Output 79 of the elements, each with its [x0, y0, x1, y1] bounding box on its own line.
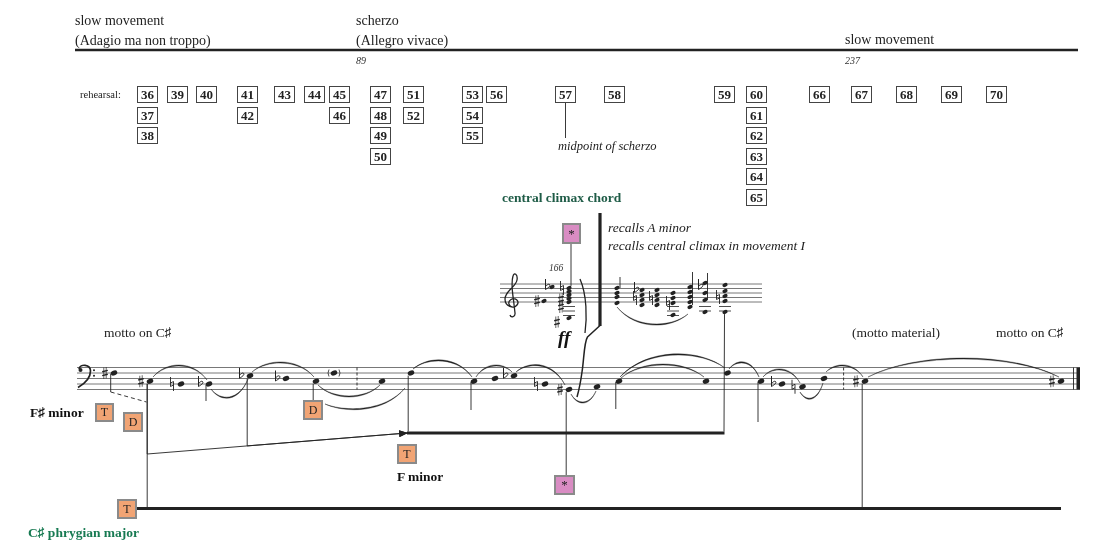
- rehearsal-mark: 58: [604, 86, 625, 103]
- rehearsal-mark: 57: [555, 86, 576, 103]
- rehearsal-mark: 37: [137, 106, 158, 124]
- note-icon: [407, 370, 415, 376]
- note-icon: [565, 386, 573, 393]
- rehearsal-mark: 62: [746, 127, 767, 144]
- connector-line: [565, 102, 566, 139]
- note-icon: [246, 373, 254, 379]
- note-icon: [312, 378, 320, 384]
- rehearsal-mark: 68: [896, 86, 917, 103]
- rehearsal-mark: 55: [462, 127, 483, 144]
- rehearsal-mark: 51: [403, 86, 424, 103]
- harmonic-function-box: T: [95, 403, 114, 422]
- connector-line: [565, 391, 567, 476]
- rehearsal-mark: 64: [746, 168, 767, 185]
- rehearsal-mark: 36: [137, 86, 158, 103]
- prolongation-bar: [137, 507, 1061, 510]
- rehearsal-mark: 47: [370, 86, 391, 103]
- section-heading: scherzo: [356, 13, 399, 30]
- rehearsal-mark: 50: [370, 147, 391, 165]
- rehearsal-mark: 69: [941, 86, 962, 103]
- motto-label: motto on C♯: [104, 325, 172, 341]
- harmonic-function-box: D: [303, 400, 323, 420]
- rehearsal-mark: 66: [809, 86, 830, 103]
- rehearsal-mark: 54: [462, 106, 483, 124]
- tempo-marking: (Allegro vivace): [356, 33, 449, 50]
- rehearsal-mark: 67: [851, 86, 872, 103]
- rehearsal-mark: 41: [237, 86, 258, 103]
- dynamic-marking: ff: [558, 327, 571, 349]
- key-label: F♯ minor: [30, 405, 84, 421]
- chord-icon: [562, 285, 576, 321]
- note-icon: [146, 378, 154, 384]
- connector-line: [407, 375, 409, 432]
- rehearsal-mark: 40: [196, 86, 217, 103]
- rehearsal-mark: 38: [137, 127, 158, 144]
- row-label: rehearsal:: [80, 89, 121, 102]
- connector-line: [312, 383, 314, 401]
- tempo-marking: (Adagio ma non troppo): [75, 33, 211, 50]
- motto-label: (motto material): [852, 325, 941, 341]
- annotation-text: recalls central climax in movement I: [608, 238, 806, 254]
- rehearsal-mark: 46: [329, 106, 350, 124]
- note-icon: [861, 378, 869, 384]
- chord-icon: [718, 282, 732, 315]
- rehearsal-mark: 44: [304, 86, 325, 103]
- rehearsal-mark: 49: [370, 127, 391, 144]
- rehearsal-mark: 56: [486, 86, 507, 103]
- chord-caption: central climax chord: [502, 190, 622, 206]
- measure-number: 237: [845, 55, 860, 67]
- rehearsal-mark: 53: [462, 86, 483, 103]
- harmonic-function-box: D: [123, 412, 143, 432]
- rehearsal-mark: 43: [274, 86, 295, 103]
- section-heading: slow movement: [75, 13, 165, 30]
- asterisk-marker-box: *: [554, 475, 575, 495]
- prolongation-bar: [407, 431, 725, 435]
- connector-line: [570, 243, 572, 287]
- rehearsal-mark: 45: [329, 86, 350, 103]
- measure-number: 89: [356, 55, 366, 67]
- harmonic-function-box: T: [117, 499, 137, 519]
- measure-number: 166: [549, 263, 564, 274]
- connector-line: [861, 383, 863, 508]
- harmonic-function-box: T: [397, 444, 417, 464]
- annotation-text: midpoint of scherzo: [558, 138, 670, 154]
- motto-label: motto on C♯: [996, 325, 1064, 341]
- rehearsal-mark: 48: [370, 106, 391, 124]
- rehearsal-mark: 52: [403, 106, 424, 124]
- key-label: C♯ phrygian major: [28, 525, 139, 541]
- asterisk-marker-box: *: [562, 223, 581, 244]
- annotation-text: recalls A minor: [608, 220, 691, 236]
- rehearsal-mark: 70: [986, 86, 1007, 103]
- rehearsal-mark: 61: [746, 106, 767, 124]
- rehearsal-mark: 65: [746, 188, 767, 206]
- rehearsal-mark: 39: [167, 86, 188, 103]
- section-heading: slow movement: [845, 32, 935, 49]
- rehearsal-mark: 60: [746, 86, 767, 103]
- key-label: F minor: [397, 469, 444, 485]
- rehearsal-mark: 63: [746, 147, 767, 165]
- connector-line: [723, 313, 725, 432]
- rehearsal-mark: 59: [714, 86, 735, 103]
- rehearsal-mark: 42: [237, 106, 258, 124]
